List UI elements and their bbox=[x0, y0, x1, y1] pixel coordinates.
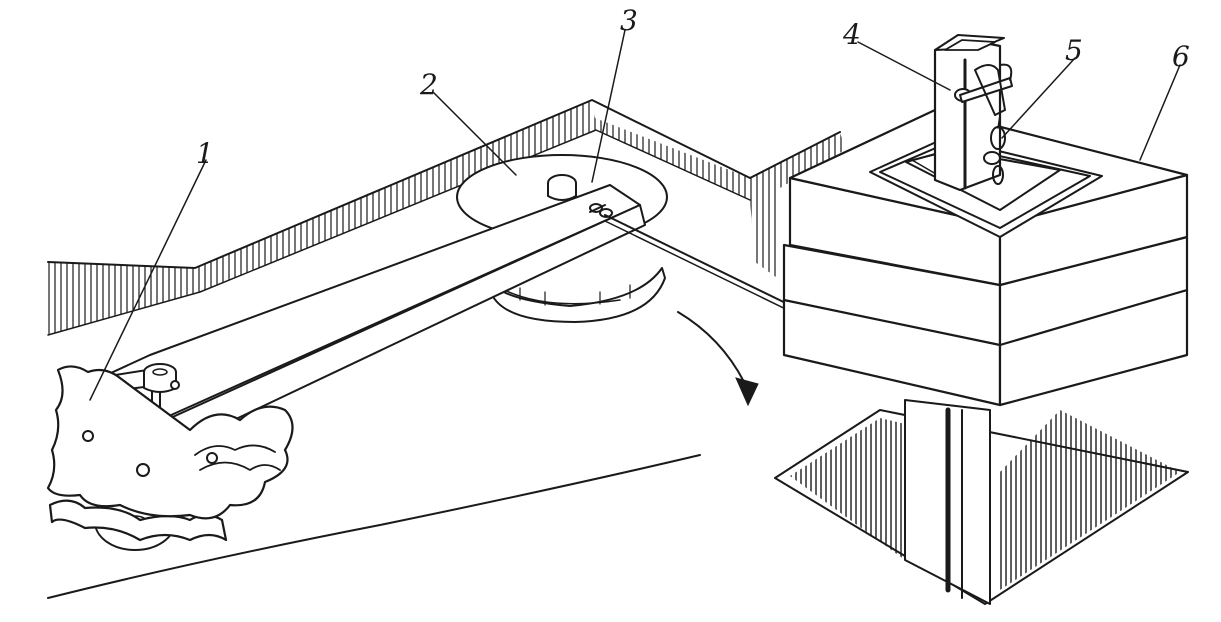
leader-line-2 bbox=[432, 91, 517, 176]
callout-4: 4 bbox=[842, 18, 861, 51]
cable bbox=[604, 214, 801, 317]
callout-labels: 1 2 3 4 5 6 bbox=[196, 4, 1190, 170]
leader-line-5 bbox=[1001, 57, 1076, 139]
callout-6: 6 bbox=[1172, 40, 1190, 73]
post bbox=[933, 34, 1013, 192]
foot-plate bbox=[46, 365, 294, 551]
callout-5: 5 bbox=[1065, 34, 1083, 67]
leader-line-6 bbox=[1139, 64, 1181, 161]
callout-3: 3 bbox=[620, 4, 638, 37]
callout-1: 1 bbox=[196, 137, 214, 170]
leader-line-3 bbox=[591, 29, 626, 183]
leader-line-4 bbox=[857, 41, 951, 91]
leader-lines bbox=[89, 29, 1181, 401]
floor-opening bbox=[774, 399, 1189, 605]
hatched-wall bbox=[47, 99, 845, 336]
callout-2: 2 bbox=[419, 68, 438, 101]
rotation-arrow bbox=[677, 311, 759, 407]
ground-line bbox=[47, 454, 701, 599]
leader-line-1 bbox=[89, 159, 207, 401]
